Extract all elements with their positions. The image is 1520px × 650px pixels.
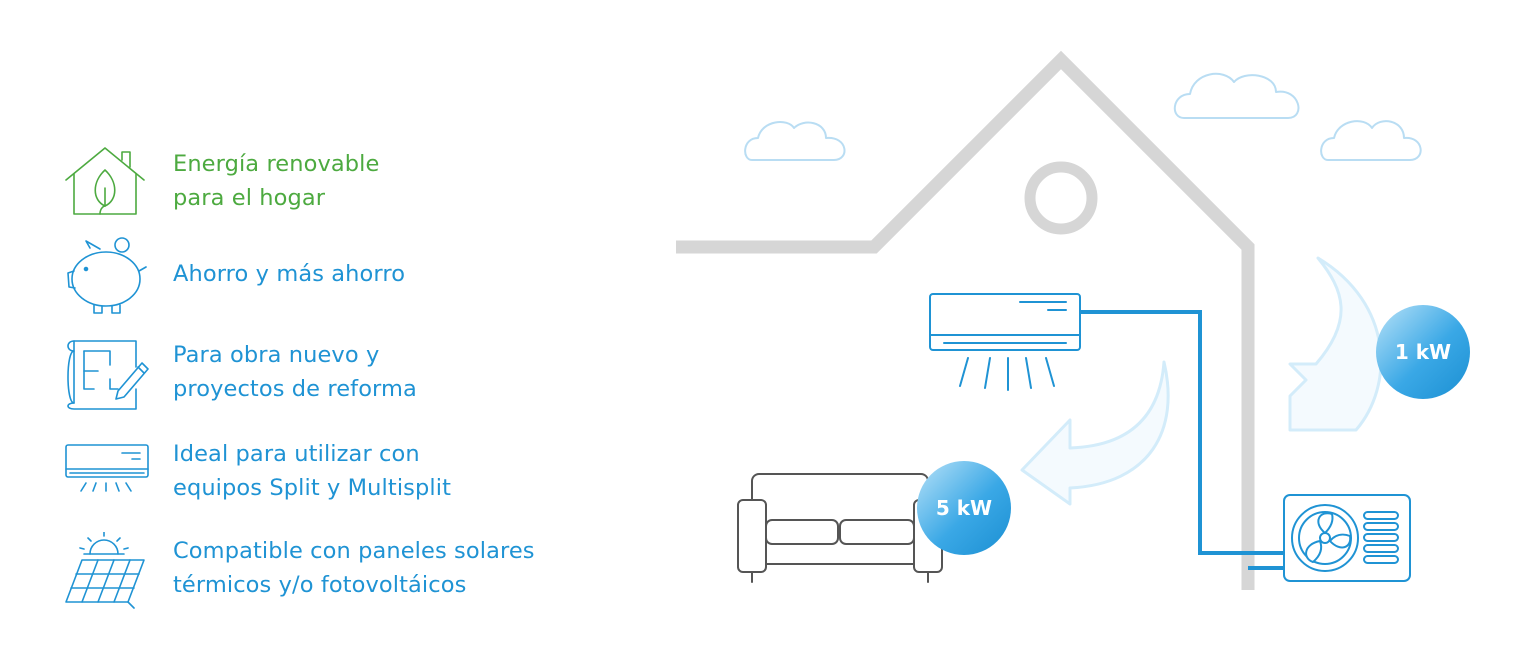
indoor-ac-unit: [929, 293, 1081, 391]
sofa-icon: [737, 473, 943, 583]
heat-output-arrow: [1020, 360, 1170, 506]
feature-split-line-1: Ideal para utilizar con: [173, 441, 420, 467]
feature-solar-line-2: térmicos y/o fotovoltáicos: [173, 572, 467, 598]
outdoor-heat-pump-unit: [1283, 494, 1411, 582]
feature-renewable-line-2: para el hogar: [173, 185, 326, 211]
air-conditioner-icon: [60, 435, 155, 515]
feature-projects: Para obra nuevo y proyectos de reforma: [60, 335, 620, 415]
leaf-house-icon: [60, 140, 155, 220]
feature-renewable-line-1: Energía renovable: [173, 151, 380, 177]
house-outline: [676, 50, 1255, 590]
feature-savings: Ahorro y más ahorro: [60, 235, 620, 315]
piggy-bank-icon: [60, 235, 155, 315]
feature-solar-line-1: Compatible con paneles solares: [173, 538, 535, 564]
cloud-icon: [1320, 120, 1422, 161]
output-power-badge: 5 kW: [917, 461, 1011, 555]
heat-flow-arrow: [1288, 256, 1383, 432]
cloud-icon: [1174, 73, 1300, 119]
feature-renewable: Energía renovable para el hogar: [60, 140, 620, 220]
solar-panel-icon: [60, 531, 155, 612]
heat-pump-diagram: 1 kW 5 kW: [676, 50, 1470, 590]
feature-solar: Compatible con paneles solares térmicos …: [60, 531, 620, 612]
input-power-label: 1 kW: [1395, 340, 1451, 364]
blueprint-pencil-icon: [60, 335, 155, 415]
feature-split-line-2: equipos Split y Multisplit: [173, 475, 451, 501]
cloud-icon: [744, 121, 846, 161]
feature-split: Ideal para utilizar con equipos Split y …: [60, 435, 620, 515]
feature-projects-line-1: Para obra nuevo y: [173, 342, 380, 368]
output-power-label: 5 kW: [936, 496, 992, 520]
input-power-badge: 1 kW: [1376, 305, 1470, 399]
refrigerant-pipes: [1080, 310, 1284, 570]
feature-savings-line-1: Ahorro y más ahorro: [173, 261, 406, 287]
feature-projects-line-2: proyectos de reforma: [173, 376, 417, 402]
